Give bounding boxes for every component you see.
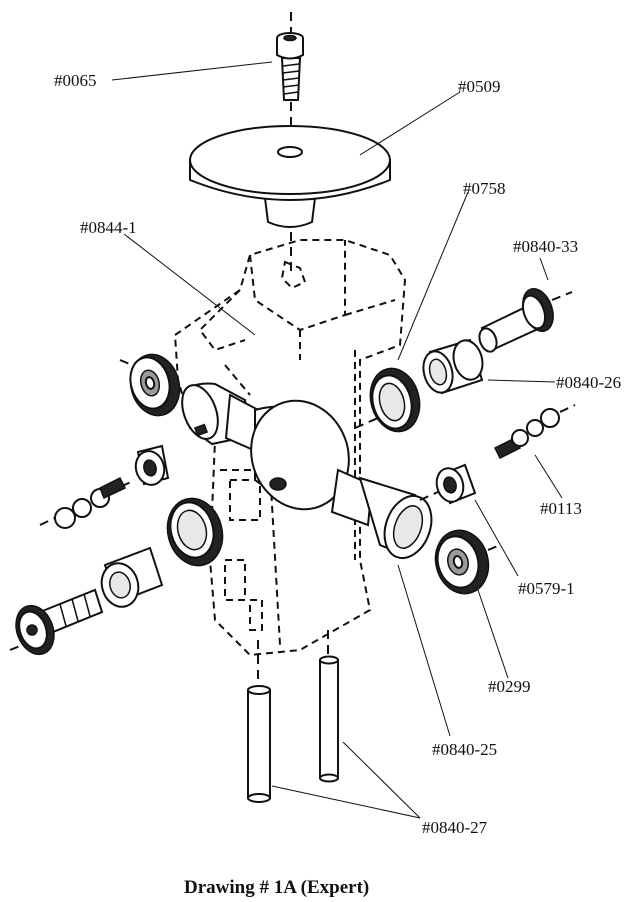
drawing-caption: Drawing # 1A (Expert) [184,877,369,898]
label-0579-1: #0579-1 [518,579,575,598]
pins-0840-27 [247,630,339,803]
pulley-0509 [189,125,391,275]
bearing-left [129,353,181,417]
label-0509: #0509 [458,77,501,96]
label-0758: #0758 [463,179,506,198]
bearing-cup-left [166,497,224,567]
label-0840-27: #0840-27 [422,818,488,837]
bearing-cup-0758 [354,367,421,433]
bushing-0840-26 [422,338,484,395]
bearing-0299 [434,529,501,595]
label-0299: #0299 [488,677,531,696]
spacer-left [134,444,170,486]
leader-lines [111,61,563,819]
spacer-0579-1 [419,463,477,505]
label-0844-1: #0844-1 [80,218,137,237]
bushing-left [100,546,164,608]
screw-ball-left [39,476,136,529]
axle-bolt-left [9,588,104,656]
screw-ball-0113 [493,404,576,460]
label-0065: #0065 [54,71,97,90]
label-0113: #0113 [540,499,582,518]
shaft-0840-25 [119,359,433,559]
bolt-0065 [276,12,304,145]
label-0840-33: #0840-33 [513,237,578,256]
label-0840-25: #0840-25 [432,740,497,759]
label-0840-26: #0840-26 [556,373,621,392]
axle-bolt-0840-33 [478,288,573,353]
